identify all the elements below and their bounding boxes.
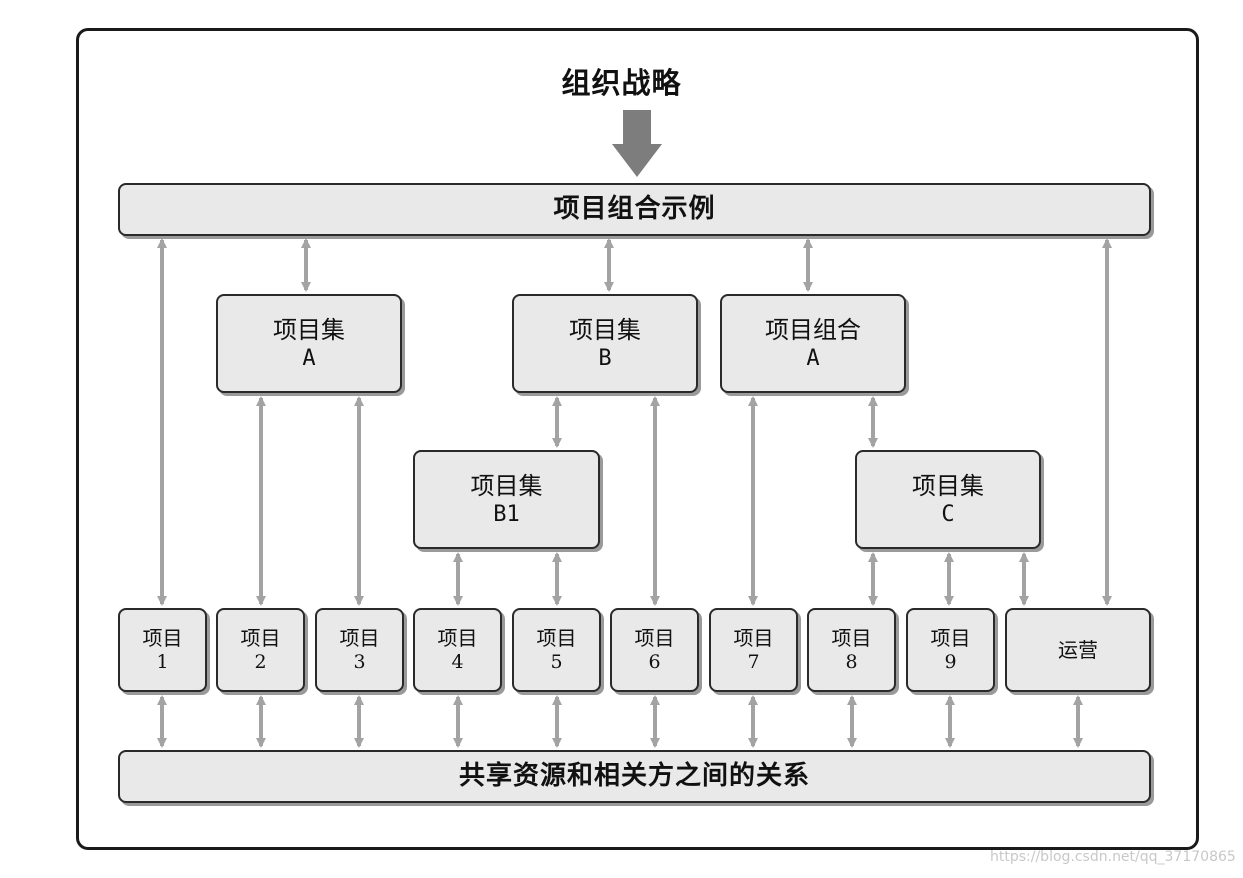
program-c-label: 项目集 — [912, 471, 984, 500]
project-number: 2 — [254, 650, 267, 673]
program-a-label: 项目集 — [273, 315, 345, 344]
program-a-code: A — [302, 345, 316, 371]
program-c-box: 项目集 C — [855, 450, 1041, 549]
program-b1-code: B1 — [493, 501, 520, 527]
program-b-code: B — [598, 345, 612, 371]
project-5-box: 项目 5 — [512, 608, 601, 692]
project-label: 项目 — [240, 625, 281, 650]
program-a-box: 项目集 A — [216, 294, 402, 393]
program-b-box: 项目集 B — [512, 294, 698, 393]
project-number: 6 — [648, 650, 661, 673]
portfolio-example-bar: 项目组合示例 — [118, 183, 1151, 236]
watermark: https://blog.csdn.net/qq_37170865 — [990, 849, 1236, 865]
project-number: 8 — [845, 650, 858, 673]
project-number: 1 — [156, 650, 169, 673]
project-4-box: 项目 4 — [413, 608, 502, 692]
shared-resources-bar: 共享资源和相关方之间的关系 — [118, 750, 1151, 803]
portfolio-a-code: A — [806, 345, 820, 371]
project-number: 3 — [353, 650, 366, 673]
project-2-box: 项目 2 — [216, 608, 305, 692]
project-7-box: 项目 7 — [709, 608, 798, 692]
portfolio-a-label: 项目组合 — [765, 315, 861, 344]
program-c-code: C — [941, 501, 955, 527]
project-3-box: 项目 3 — [315, 608, 404, 692]
project-label: 项目 — [831, 625, 872, 650]
project-label: 项目 — [634, 625, 675, 650]
project-number: 9 — [944, 650, 957, 673]
project-label: 项目 — [536, 625, 577, 650]
organization-strategy-title: 组织战略 — [561, 66, 682, 100]
project-9-box: 项目 9 — [906, 608, 995, 692]
project-label: 项目 — [437, 625, 478, 650]
project-number: 5 — [550, 650, 563, 673]
project-8-box: 项目 8 — [807, 608, 896, 692]
portfolio-a-box: 项目组合 A — [720, 294, 906, 393]
operations-label: 运营 — [1058, 637, 1098, 662]
project-number: 4 — [451, 650, 464, 673]
project-label: 项目 — [733, 625, 774, 650]
project-6-box: 项目 6 — [610, 608, 699, 692]
project-number: 7 — [747, 650, 760, 673]
program-b1-label: 项目集 — [470, 471, 543, 500]
operations-box: 运营 — [1005, 608, 1151, 692]
project-label: 项目 — [930, 625, 971, 650]
project-1-box: 项目 1 — [118, 608, 207, 692]
program-b1-box: 项目集 B1 — [413, 450, 600, 549]
project-label: 项目 — [339, 625, 380, 650]
project-label: 项目 — [142, 625, 183, 650]
program-b-label: 项目集 — [569, 315, 641, 344]
diagram-frame — [76, 28, 1199, 850]
